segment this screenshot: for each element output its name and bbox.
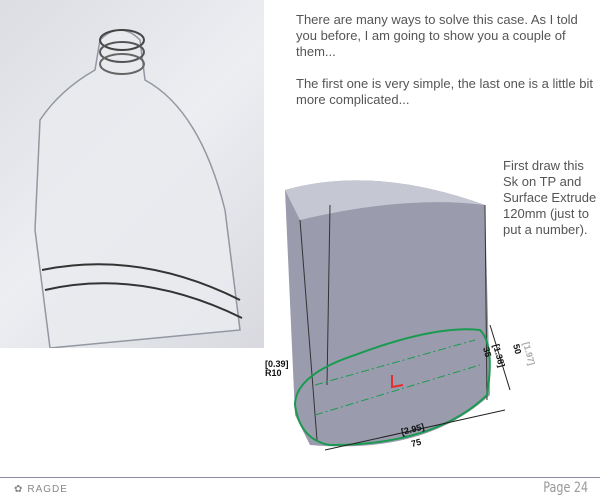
- flower-icon: ✿: [14, 484, 24, 495]
- dim-h-in: [1.97]: [521, 341, 537, 366]
- cad-extrude-view: [0.39] R10 [2.95] 75 [1.38] 35 [1.97] 50: [265, 180, 537, 451]
- intro-text: There are many ways to solve this case. …: [296, 12, 596, 124]
- dim-h-mm: 50: [511, 343, 523, 355]
- logo-text: RAGDE: [27, 484, 68, 495]
- bottle-illustration: [34, 29, 243, 349]
- intro-paragraph-1: There are many ways to solve this case. …: [296, 12, 578, 59]
- dim-d-mm: 35: [481, 346, 493, 358]
- dim-d-in: [1.38]: [491, 343, 507, 368]
- dim-w-mm: 75: [410, 437, 422, 449]
- step-instruction: First draw this Sk on TP and Surface Ext…: [503, 158, 597, 237]
- footer-logo: ✿ RAGDE: [14, 484, 68, 495]
- bottle-photo: [0, 0, 264, 349]
- dim-r-in: [0.39]: [265, 359, 289, 369]
- footer-divider: [0, 477, 600, 478]
- page-number: Page 24: [543, 480, 588, 496]
- dim-r-mm: R10: [265, 368, 282, 378]
- intro-paragraph-2: The first one is very simple, the last o…: [296, 76, 593, 107]
